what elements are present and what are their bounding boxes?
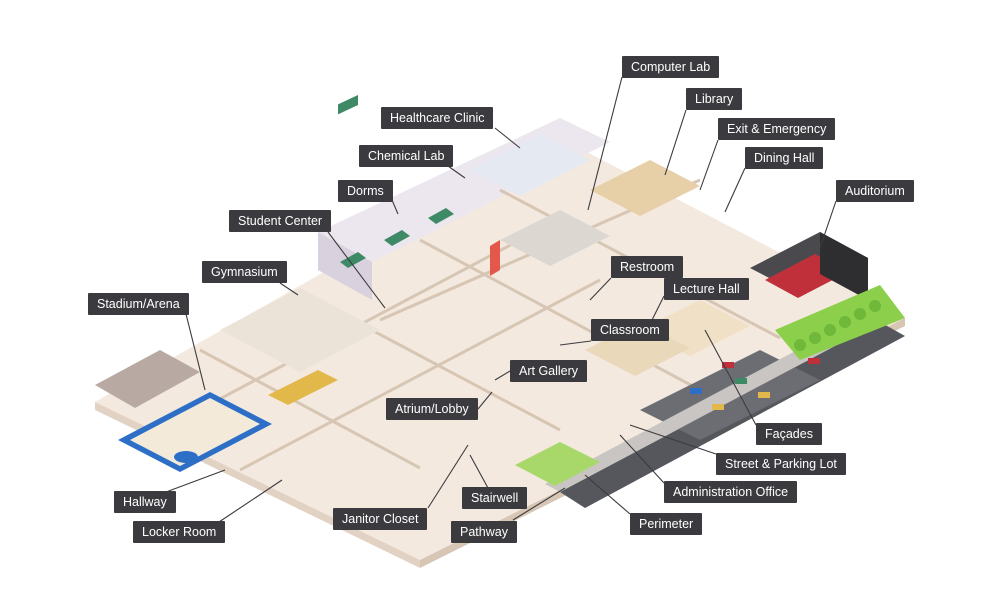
sidewalk bbox=[545, 314, 880, 492]
computer-lab-wall bbox=[490, 240, 500, 276]
label-perimeter: Perimeter bbox=[630, 513, 703, 535]
label-dining-hall: Dining Hall bbox=[745, 147, 824, 169]
label-stairwell: Stairwell bbox=[462, 487, 528, 509]
label-administration-office: Administration Office bbox=[664, 481, 798, 503]
court-center-circle bbox=[174, 451, 198, 463]
label-atrium-lobby: Atrium/Lobby bbox=[386, 398, 478, 420]
basketball-court-inner bbox=[130, 398, 260, 466]
leader-lines bbox=[165, 76, 837, 523]
label-dorms: Dorms bbox=[338, 180, 393, 202]
label-hallway: Hallway bbox=[114, 491, 176, 513]
label-locker-room: Locker Room bbox=[133, 521, 226, 543]
building-floor bbox=[95, 138, 905, 560]
label-auditorium: Auditorium bbox=[836, 180, 914, 202]
dorm-wing-front bbox=[318, 232, 372, 300]
label-art-gallery: Art Gallery bbox=[510, 360, 588, 382]
label-facades: Façades bbox=[756, 423, 822, 445]
label-library: Library bbox=[686, 88, 743, 110]
gym-mat bbox=[268, 370, 338, 405]
label-chemical-lab: Chemical Lab bbox=[359, 145, 454, 167]
dorm-bed-1 bbox=[340, 252, 366, 268]
stadium-stands bbox=[95, 350, 200, 408]
dorm-bed-3 bbox=[428, 208, 454, 224]
dorm-beds bbox=[338, 95, 358, 115]
label-pathway: Pathway bbox=[451, 521, 517, 543]
cars bbox=[690, 358, 820, 410]
label-janitor-closet: Janitor Closet bbox=[333, 508, 428, 530]
label-healthcare-clinic: Healthcare Clinic bbox=[381, 107, 494, 129]
label-exit-emergency: Exit & Emergency bbox=[718, 118, 836, 140]
label-lecture-hall: Lecture Hall bbox=[664, 278, 749, 300]
label-stadium-arena: Stadium/Arena bbox=[88, 293, 189, 315]
trees bbox=[794, 300, 881, 351]
label-restroom: Restroom bbox=[611, 256, 684, 278]
label-student-center: Student Center bbox=[229, 210, 332, 232]
library-room bbox=[590, 160, 700, 216]
computer-lab-room bbox=[500, 210, 610, 266]
entrance-plaza bbox=[515, 442, 600, 486]
auditorium-stage bbox=[820, 232, 868, 300]
label-gymnasium: Gymnasium bbox=[202, 261, 287, 283]
label-computer-lab: Computer Lab bbox=[622, 56, 720, 78]
gym-floor bbox=[220, 288, 380, 372]
label-classroom: Classroom bbox=[591, 319, 669, 341]
dorm-bed-2 bbox=[384, 230, 410, 246]
label-street-parking: Street & Parking Lot bbox=[716, 453, 846, 475]
clinic-room bbox=[470, 134, 590, 196]
